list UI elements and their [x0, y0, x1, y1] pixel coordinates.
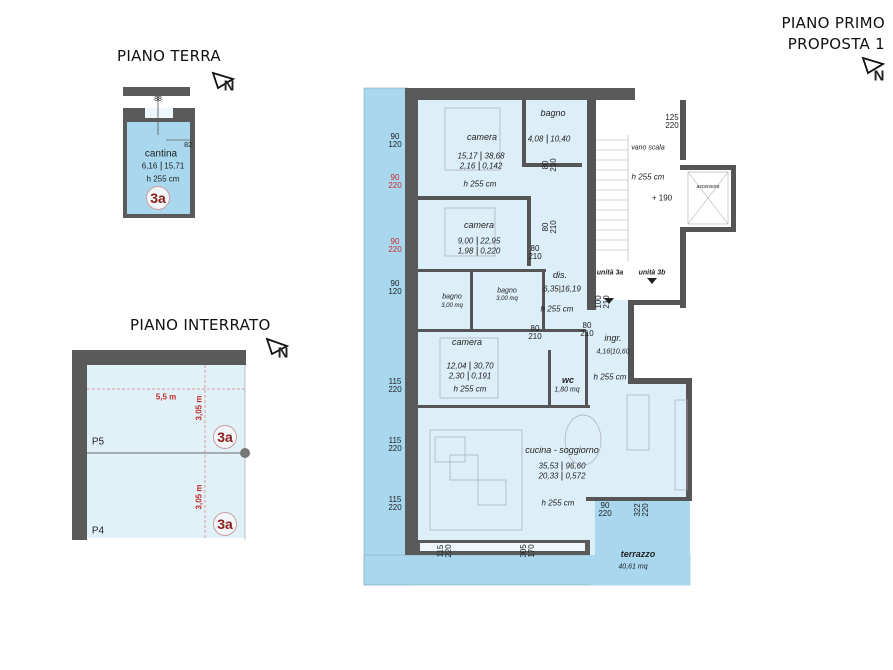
proposta-title: PROPOSTA 1 — [787, 35, 885, 53]
north-label: N — [277, 344, 289, 362]
compass-icon — [265, 337, 290, 356]
room-name: cantina — [144, 148, 178, 160]
unit-badge: 3a — [213, 425, 237, 449]
parking-plan — [72, 350, 250, 540]
unit-badge: 3a — [146, 186, 170, 210]
room-height: h 255 cm — [540, 304, 574, 314]
room-height: h 255 cm — [463, 179, 497, 189]
room-height: h 255 cm — [541, 498, 575, 508]
room-terrazzo: terrazzo — [620, 549, 656, 559]
north-label: N — [873, 67, 885, 85]
room-height: h 255 cm — [593, 372, 627, 382]
piano-terra-title: PIANO TERRA — [117, 47, 221, 65]
unit-label: unità 3b — [638, 269, 666, 277]
north-label: N — [223, 77, 235, 95]
room-vano-scala: vano scala — [631, 144, 665, 152]
room-ingresso: ingr. — [604, 333, 622, 343]
depth-dimension: 3,05 m — [194, 484, 204, 510]
room-ascensore: ascensore — [696, 184, 720, 190]
room-cucina-soggiorno: cucina - soggiorno — [525, 445, 599, 455]
piano-primo-title: PIANO PRIMO — [781, 14, 885, 32]
room-wc: wc — [561, 375, 575, 385]
room-metrics: 4,16|10,60 — [596, 348, 630, 356]
room-area: 3,00 mq — [496, 296, 518, 302]
room-bagno: bagno — [540, 108, 566, 118]
room-metrics: 6,35|16,19 — [543, 284, 581, 294]
room-height: h 255 cm — [631, 172, 665, 182]
room-area: 1,80 mq — [554, 386, 580, 394]
room-area: 40,61 mq — [618, 563, 648, 571]
room-bagno: bagno — [442, 293, 462, 301]
room-camera: camera — [466, 132, 498, 142]
piano-interrato-title: PIANO INTERRATO — [130, 316, 271, 334]
compass-icon — [861, 56, 886, 75]
level-marker: + 190 — [651, 193, 673, 203]
door-dimension: 82 — [184, 142, 192, 149]
room-area: 3,00 mq — [441, 303, 463, 309]
room-disimpegno: dis. — [552, 270, 568, 280]
depth-dimension: 3,05 m — [194, 395, 204, 421]
compass-icon — [211, 71, 236, 90]
room-height: h 255 cm — [146, 174, 180, 184]
unit-badge: 3a — [213, 512, 237, 536]
room-camera: camera — [451, 337, 483, 347]
room-bagno: bagno — [497, 287, 517, 295]
room-camera: camera — [463, 220, 495, 230]
door-dimension: 88 — [154, 96, 162, 103]
width-dimension: 5,5 m — [155, 392, 177, 402]
parking-label: P5 — [91, 436, 105, 448]
parking-label: P4 — [91, 525, 105, 537]
apartment-plan — [363, 87, 736, 586]
room-height: h 255 cm — [453, 384, 487, 394]
unit-label: unità 3a — [596, 269, 624, 277]
